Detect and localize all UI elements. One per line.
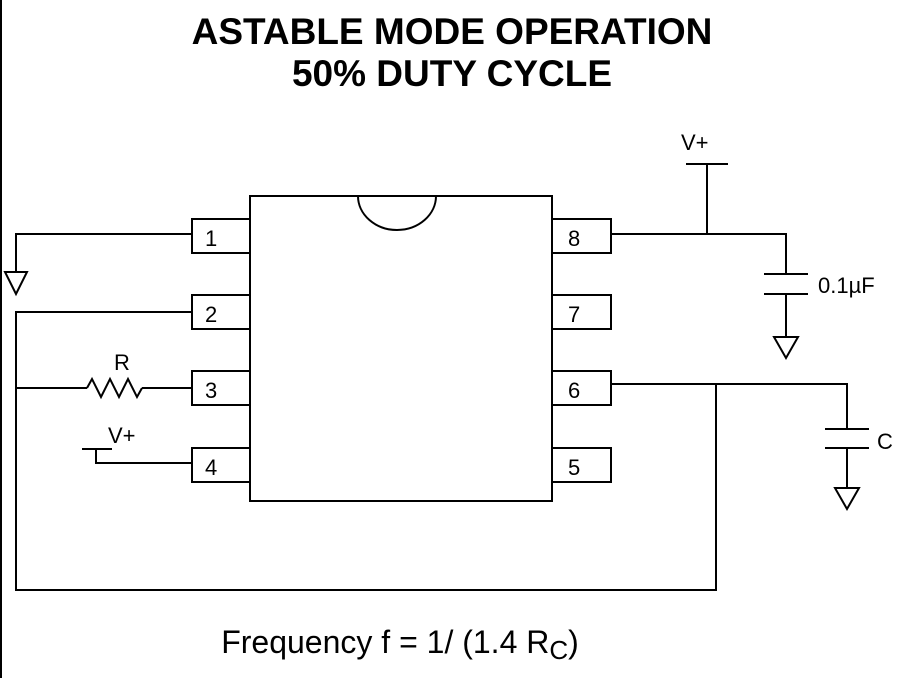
pin-5-label: 5 xyxy=(568,455,580,480)
pin-6-box xyxy=(551,370,612,406)
vplus-top-label: V+ xyxy=(681,130,709,155)
title-line-2: 50% DUTY CYCLE xyxy=(291,53,613,94)
formula-close: ) xyxy=(568,624,579,660)
pin-7-label: 7 xyxy=(568,302,580,327)
pin-1-label: 1 xyxy=(205,226,217,251)
pin-7-box xyxy=(551,294,612,330)
wire-pin2-pin6-loop xyxy=(15,311,717,591)
timing-cap-label: C xyxy=(877,429,893,454)
pin-4-box xyxy=(191,447,251,483)
ground-symbol-bypass xyxy=(772,336,800,361)
pin-3-box xyxy=(191,370,251,406)
page-left-border xyxy=(0,0,2,678)
wire-pin6-timing-cap xyxy=(611,383,848,428)
formula-subscript: C xyxy=(549,635,569,665)
resistor-r-symbol xyxy=(86,376,143,400)
pin-3-label: 3 xyxy=(205,378,217,403)
wire-pin4-vplus xyxy=(95,449,192,464)
frequency-formula: Frequency f = 1/ (1.4 RC) xyxy=(0,624,800,666)
title-line-1: ASTABLE MODE OPERATION xyxy=(191,11,713,52)
vplus-left-label: V+ xyxy=(108,423,136,448)
pin-8-label: 8 xyxy=(568,226,580,251)
ic-notch xyxy=(357,195,437,231)
pin-8-box xyxy=(551,218,612,254)
bypass-cap-label: 0.1µF xyxy=(818,273,875,298)
resistor-label: R xyxy=(114,350,130,375)
formula-main: Frequency f = 1/ (1.4 R xyxy=(221,624,550,660)
wire-pin1-ground xyxy=(15,233,192,272)
ic-package xyxy=(249,195,553,502)
ground-symbol-pin1 xyxy=(3,271,29,297)
pin-4-label: 4 xyxy=(205,455,217,480)
ground-symbol-timing xyxy=(833,487,861,512)
pin-5-box xyxy=(551,447,612,483)
pin-1-box xyxy=(191,218,251,254)
pin-2-label: 2 xyxy=(205,302,217,327)
wire-pin8-bypass xyxy=(611,233,787,273)
pin-6-label: 6 xyxy=(568,378,580,403)
pin-2-box xyxy=(191,294,251,330)
